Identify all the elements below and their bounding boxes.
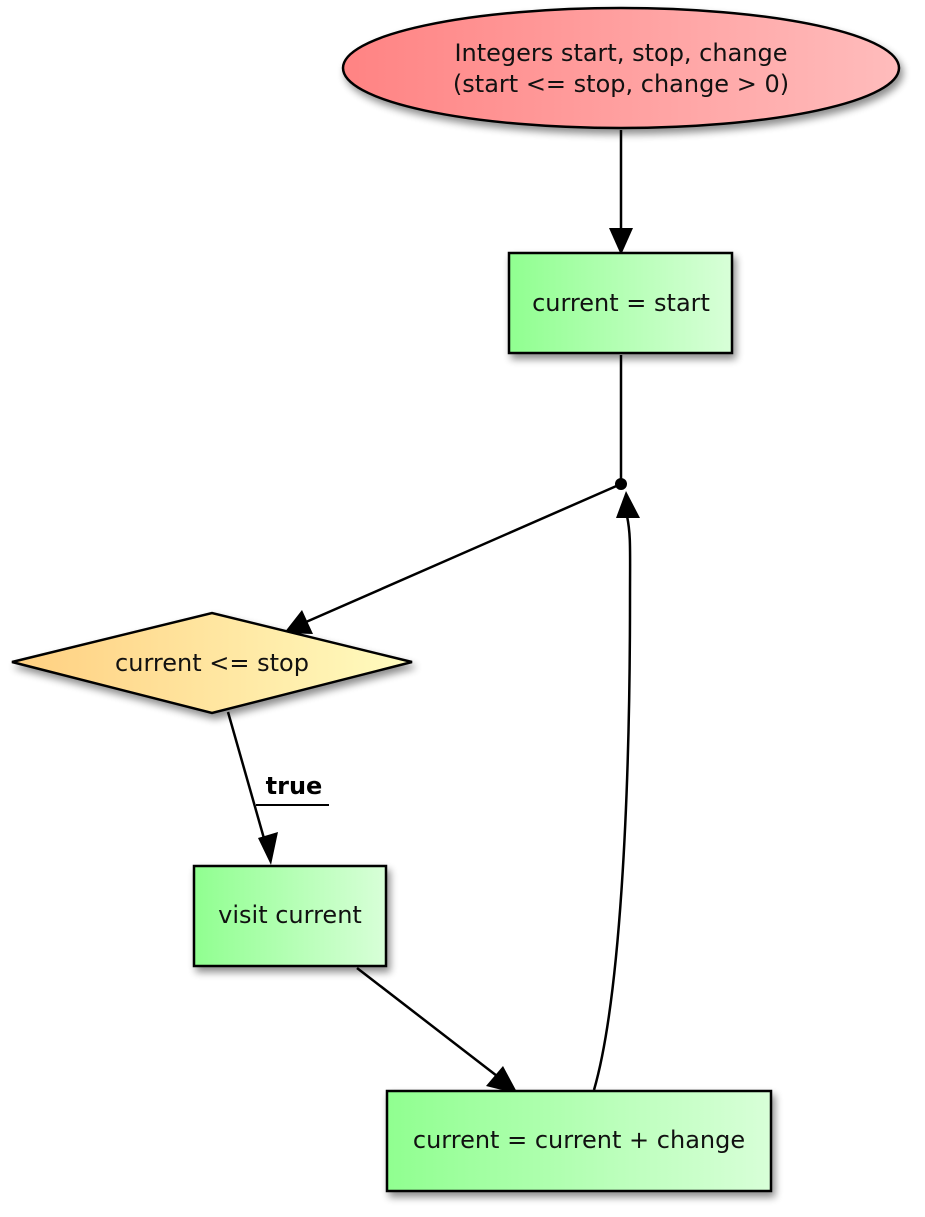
init-label: current = start bbox=[532, 289, 710, 317]
edge-junction-to-decision bbox=[305, 482, 622, 624]
increment-box bbox=[385, 1089, 773, 1193]
edge-junction-to-decision-arrowhead bbox=[284, 610, 313, 634]
edge-visit-to-increment bbox=[356, 967, 498, 1077]
start-ellipse bbox=[341, 6, 901, 130]
increment-label: current = current + change bbox=[413, 1126, 745, 1154]
edges bbox=[226, 130, 640, 1094]
visit-box bbox=[192, 864, 388, 968]
node-start: Integers start, stop, change (start <= s… bbox=[341, 6, 901, 130]
visit-label: visit current bbox=[218, 901, 362, 929]
node-init: current = start bbox=[507, 251, 734, 355]
node-decision: current <= stop bbox=[11, 611, 413, 715]
start-label-line2: (start <= stop, change > 0) bbox=[453, 70, 789, 98]
edge-start-to-init-arrowhead bbox=[609, 228, 633, 255]
node-visit: visit current bbox=[192, 864, 388, 968]
decision-label: current <= stop bbox=[115, 649, 309, 677]
init-box bbox=[507, 251, 734, 355]
edge-increment-to-junction bbox=[592, 515, 632, 1091]
edge-visit-to-increment-arrowhead bbox=[486, 1066, 518, 1094]
start-label-line1: Integers start, stop, change bbox=[454, 39, 787, 67]
edge-decision-to-visit-arrowhead bbox=[258, 832, 278, 865]
decision-diamond bbox=[11, 611, 413, 715]
edge-increment-to-junction-arrowhead bbox=[616, 491, 640, 518]
true-edge-label: true bbox=[266, 772, 323, 800]
edge-decision-to-visit bbox=[226, 711, 267, 843]
node-increment: current = current + change bbox=[385, 1089, 773, 1193]
